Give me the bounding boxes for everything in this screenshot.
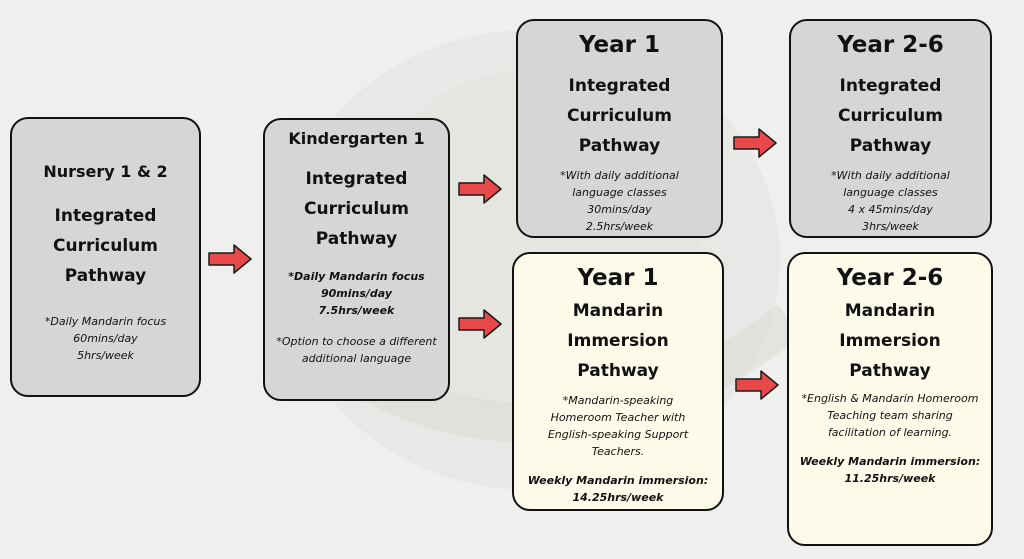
year1-integrated-note: language classes xyxy=(572,186,667,199)
year26-integrated-pathway-line: Integrated xyxy=(839,76,942,96)
kindergarten-focus-note: 90mins/day xyxy=(320,287,393,300)
year1-mandarin-immersion-note: 14.25hrs/week xyxy=(572,491,664,504)
year26-mandarin-pathway-line: Pathway xyxy=(849,361,931,381)
year1-integrated-note: 30mins/day xyxy=(587,203,652,216)
kindergarten-pathway-line: Integrated xyxy=(305,169,408,189)
year1-mandarin-note: *Mandarin-speaking xyxy=(562,394,674,407)
kindergarten-pathway-line: Curriculum xyxy=(304,199,409,219)
right-arrow-icon xyxy=(735,370,779,400)
nursery-pathway-line: Pathway xyxy=(64,266,147,286)
year1-mandarin-note: Homeroom Teacher with xyxy=(550,411,686,424)
kindergarten-focus-note: *Daily Mandarin focus xyxy=(288,270,425,283)
year1-mandarin-title: Year 1 xyxy=(577,265,659,291)
kindergarten-option-note: *Option to choose a different xyxy=(276,335,437,348)
year26-mandarin-pathway-line: Mandarin xyxy=(844,301,936,321)
year1-mandarin-pathway-line: Pathway xyxy=(577,361,659,381)
year26-mandarin-immersion-note: Weekly Mandarin immersion: xyxy=(799,455,981,468)
year26-mandarin-title: Year 2-6 xyxy=(836,265,944,291)
year26-integrated-note: 3hrs/week xyxy=(862,220,919,233)
year1-integrated-note: *With daily additional xyxy=(560,169,679,182)
year1-mandarin-immersion-note: Weekly Mandarin immersion: xyxy=(527,474,709,487)
kindergarten-box: Kindergarten 1 Integrated Curriculum Pat… xyxy=(263,118,450,401)
year26-mandarin-note: *English & Mandarin Homeroom xyxy=(801,392,979,405)
year1-integrated-box: Year 1 Integrated Curriculum Pathway *Wi… xyxy=(516,19,723,238)
year1-integrated-pathway-line: Curriculum Pathway xyxy=(567,106,672,156)
nursery-title: Nursery 1 & 2 xyxy=(43,162,168,181)
year1-integrated-pathway-line: Integrated xyxy=(568,76,671,96)
year1-integrated-title: Year 1 xyxy=(578,32,661,58)
nursery-box: Nursery 1 & 2 Integrated Curriculum Path… xyxy=(10,117,201,397)
year26-integrated-note: *With daily additional xyxy=(831,169,950,182)
nursery-pathway-line: Curriculum xyxy=(53,236,158,256)
right-arrow-icon xyxy=(458,174,502,204)
nursery-note: *Daily Mandarin focus xyxy=(44,315,167,328)
year26-integrated-note: 4 x 45mins/day xyxy=(848,203,933,216)
year26-mandarin-note: Teaching team sharing xyxy=(827,409,953,422)
year26-integrated-note: language classes xyxy=(843,186,938,199)
right-arrow-icon xyxy=(458,309,502,339)
year26-integrated-title: Year 2-6 xyxy=(837,32,944,58)
year26-mandarin-pathway-line: Immersion xyxy=(839,331,941,351)
year26-integrated-pathway-line: Curriculum Pathway xyxy=(838,106,943,156)
year1-mandarin-note: Teachers. xyxy=(591,445,645,458)
year26-mandarin-note: facilitation of learning. xyxy=(827,426,953,439)
year26-mandarin-box: Year 2-6 Mandarin Immersion Pathway *Eng… xyxy=(787,252,993,546)
year1-mandarin-note: English-speaking Support xyxy=(547,428,689,441)
kindergarten-pathway-line: Pathway xyxy=(315,229,398,249)
year1-mandarin-pathway-line: Mandarin Immersion xyxy=(567,301,669,351)
nursery-note: 5hrs/week xyxy=(77,349,134,362)
kindergarten-title: Kindergarten 1 xyxy=(288,129,425,148)
year26-integrated-box: Year 2-6 Integrated Curriculum Pathway *… xyxy=(789,19,992,238)
right-arrow-icon xyxy=(208,244,252,274)
year1-integrated-note: 2.5hrs/week xyxy=(585,220,654,233)
right-arrow-icon xyxy=(733,128,777,158)
year1-mandarin-box: Year 1 Mandarin Immersion Pathway *Manda… xyxy=(512,252,724,511)
nursery-note: 60mins/day xyxy=(73,332,138,345)
kindergarten-focus-note: 7.5hrs/week xyxy=(318,304,395,317)
year26-mandarin-immersion-note: 11.25hrs/week xyxy=(844,472,936,485)
kindergarten-option-note: additional language xyxy=(301,352,412,365)
nursery-pathway-line: Integrated xyxy=(54,206,157,226)
